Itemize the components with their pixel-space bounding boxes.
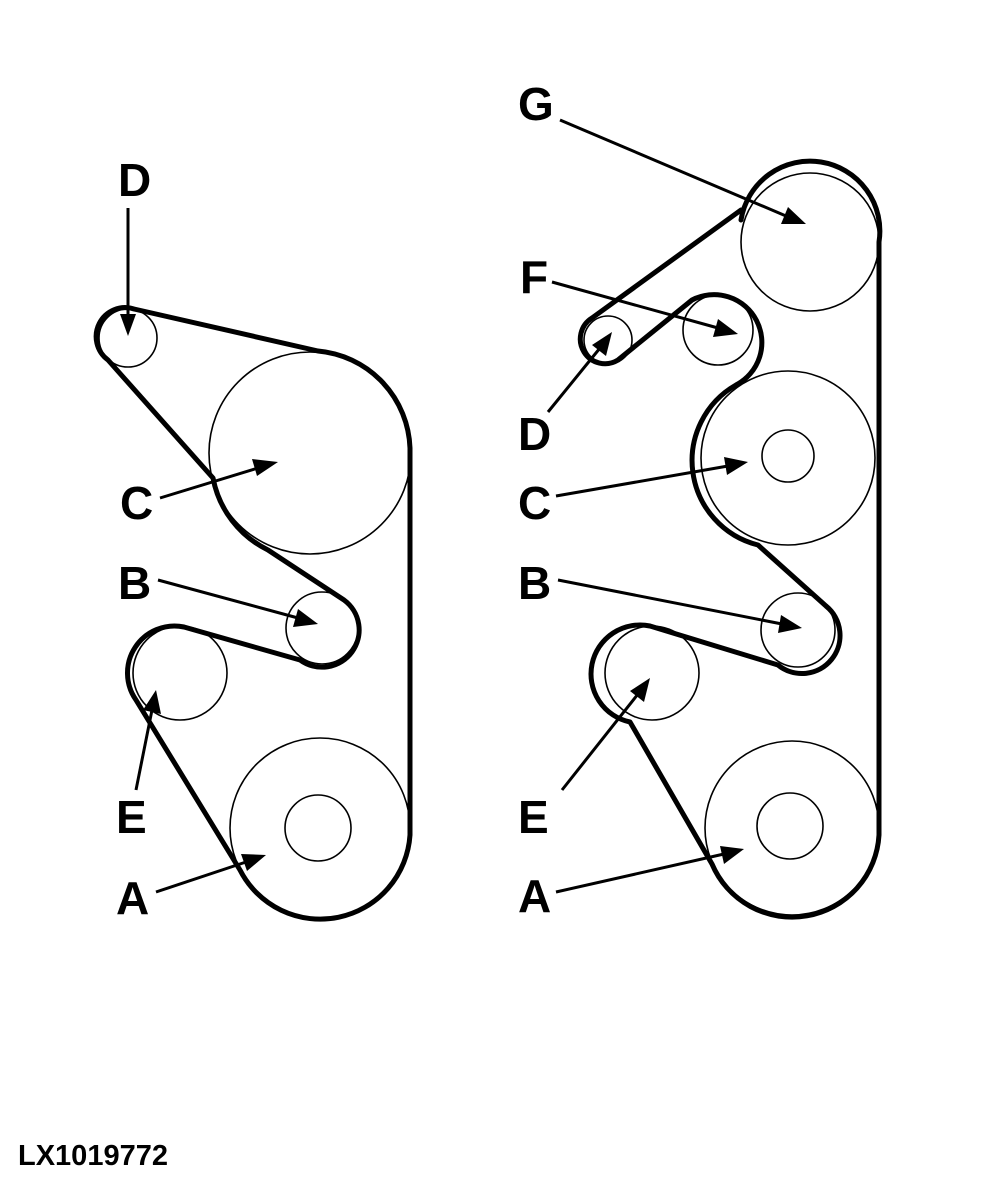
right-label-b: B bbox=[518, 557, 551, 609]
right-leader-e bbox=[560, 693, 640, 791]
right-arrowhead-f bbox=[713, 319, 738, 337]
right-arrowhead-c bbox=[724, 457, 748, 475]
right-pulley-c-hub bbox=[761, 429, 815, 483]
left-belt-diagram: D C B E A bbox=[93, 154, 413, 924]
left-label-c: C bbox=[120, 477, 153, 529]
right-pulley-c bbox=[700, 370, 876, 546]
right-arrowhead-e bbox=[630, 678, 650, 702]
right-arrowhead-a bbox=[720, 846, 744, 864]
left-label-b: B bbox=[118, 557, 151, 609]
left-leader-e bbox=[134, 709, 154, 791]
left-label-e: E bbox=[116, 791, 147, 843]
left-arrowhead-b bbox=[293, 609, 318, 627]
right-arrowhead-g bbox=[781, 207, 806, 224]
right-pulley-e bbox=[604, 625, 700, 721]
left-arrowhead-e bbox=[143, 690, 161, 714]
left-leader-c bbox=[159, 466, 259, 500]
figure-id: LX1019772 bbox=[18, 1140, 168, 1172]
right-belt-diagram: G F D C B E A bbox=[518, 78, 883, 922]
right-label-g: G bbox=[518, 78, 554, 130]
right-arrowhead-d bbox=[592, 332, 612, 356]
right-pulley-a-hub bbox=[756, 792, 824, 860]
right-leader-f bbox=[551, 280, 719, 330]
right-leader-b bbox=[557, 578, 783, 626]
right-drive-belt bbox=[577, 158, 883, 920]
right-label-a: A bbox=[518, 870, 551, 922]
left-label-a: A bbox=[116, 872, 149, 924]
right-label-e: E bbox=[518, 791, 549, 843]
left-arrowhead-d bbox=[120, 314, 136, 336]
right-leader-c bbox=[555, 464, 729, 498]
left-arrowhead-c bbox=[252, 459, 278, 476]
left-leader-b bbox=[157, 578, 299, 620]
right-leader-a bbox=[555, 852, 725, 894]
left-arrowhead-a bbox=[241, 854, 266, 871]
right-pulley-g bbox=[740, 172, 880, 312]
right-leader-d bbox=[546, 347, 602, 413]
right-label-c: C bbox=[518, 477, 551, 529]
right-arrowhead-b bbox=[778, 615, 802, 633]
right-pulley-b bbox=[760, 592, 836, 668]
left-pulley-a-hub bbox=[284, 794, 352, 862]
left-label-d: D bbox=[118, 154, 151, 206]
left-leader-a bbox=[155, 860, 247, 894]
right-label-f: F bbox=[520, 251, 548, 303]
right-label-d: D bbox=[518, 408, 551, 460]
right-leader-g bbox=[559, 118, 787, 218]
